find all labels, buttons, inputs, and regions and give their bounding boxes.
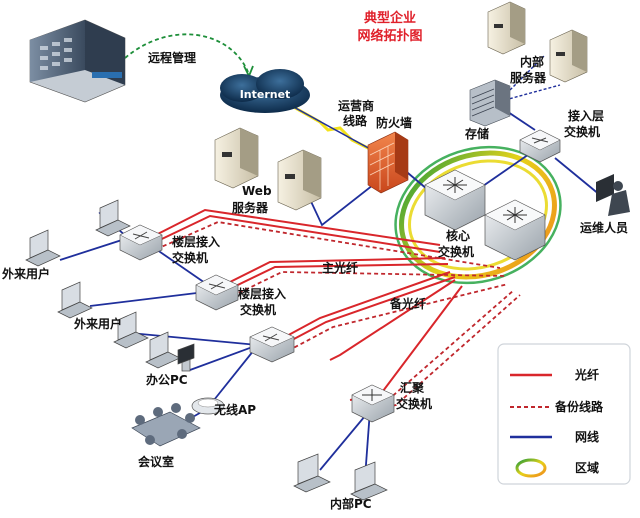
main-fiber-label: 主光纤 [322,260,358,275]
meeting-room-label: 会议室 [138,454,174,469]
guest-user-label-a: 外来用户 [2,266,50,281]
access-layer-switch-icon [519,129,561,163]
internet-cloud-icon: Internet [220,69,310,113]
guest-user-laptop-icon [25,199,149,349]
aggregation-switch-icon [351,384,395,423]
firewall-label: 防火墙 [376,115,412,130]
core-switch-icon [424,169,546,261]
isp-line-label-2: 线路 [343,113,368,128]
internal-pc-label: 内部PC [330,496,372,511]
web-server-label-1: Web [242,184,272,198]
internal-server-icon [487,1,588,83]
floor-switch-b-label-2: 交换机 [240,302,276,317]
wireless-ap-label: 无线AP [213,402,256,417]
internal-server-label-2: 服务器 [510,70,547,85]
remote-mgmt-label: 远程管理 [148,50,196,65]
legend-item-fiber: 光纤 [510,367,599,382]
agg-switch-label-1: 汇聚 [400,381,425,395]
internal-pc-icon [293,453,388,501]
storage-links [504,54,561,101]
legend: 光纤 备份线路 网线 区域 [497,343,631,485]
legend-backup-label: 备份线路 [554,399,604,414]
floor-switch-b-label-1: 楼层接入 [238,286,286,301]
office-building-icon [29,19,126,103]
web-server-label-2: 服务器 [232,200,269,215]
legend-item-zone: 区域 [515,458,599,478]
internal-server-label-1: 内部 [520,54,544,69]
legend-cable-label: 网线 [575,429,599,444]
legend-zone-label: 区域 [575,460,599,475]
floor-switch-a-label-2: 交换机 [172,250,208,265]
legend-item-cable: 网线 [510,429,599,444]
wireless-ap-icon [191,397,225,415]
web-server-icon [214,127,322,211]
floor-switch-a-label-1: 楼层接入 [172,234,220,249]
floor-access-switch-c-icon [249,326,295,363]
office-pc-label: 办公PC [146,372,188,387]
legend-item-backup: 备份线路 [510,399,604,414]
internet-label: Internet [240,88,291,101]
isp-wan-line [289,103,373,152]
access-switch-label-1: 接入层 [568,108,604,123]
isp-line-label-1: 运营商 [338,98,374,113]
floor-access-switch-a-icon [119,224,163,261]
legend-fiber-label: 光纤 [574,367,599,382]
agg-switch-label-2: 交换机 [396,396,432,411]
core-switch-label-2: 交换机 [438,244,474,259]
ops-staff-label: 运维人员 [580,220,628,235]
diagram-title-line1: 典型企业 [364,10,416,26]
guest-user-label-b: 外来用户 [74,316,122,331]
zone-ring-icon [515,458,547,478]
floor-access-switch-b-icon [195,274,239,311]
core-switch-label-1: 核心 [446,228,470,243]
storage-array-icon [469,79,511,127]
access-switch-label-2: 交换机 [564,124,600,139]
office-pc-icon [145,331,195,372]
ops-staff-icon [596,174,630,216]
storage-label: 存储 [464,126,489,141]
remote-mgmt-link [124,33,249,73]
meeting-room-icon [131,403,201,447]
diagram-title-line2: 网络拓扑图 [357,28,422,44]
firewall-icon [367,131,409,194]
backup-fiber-label: 备光纤 [389,296,426,311]
